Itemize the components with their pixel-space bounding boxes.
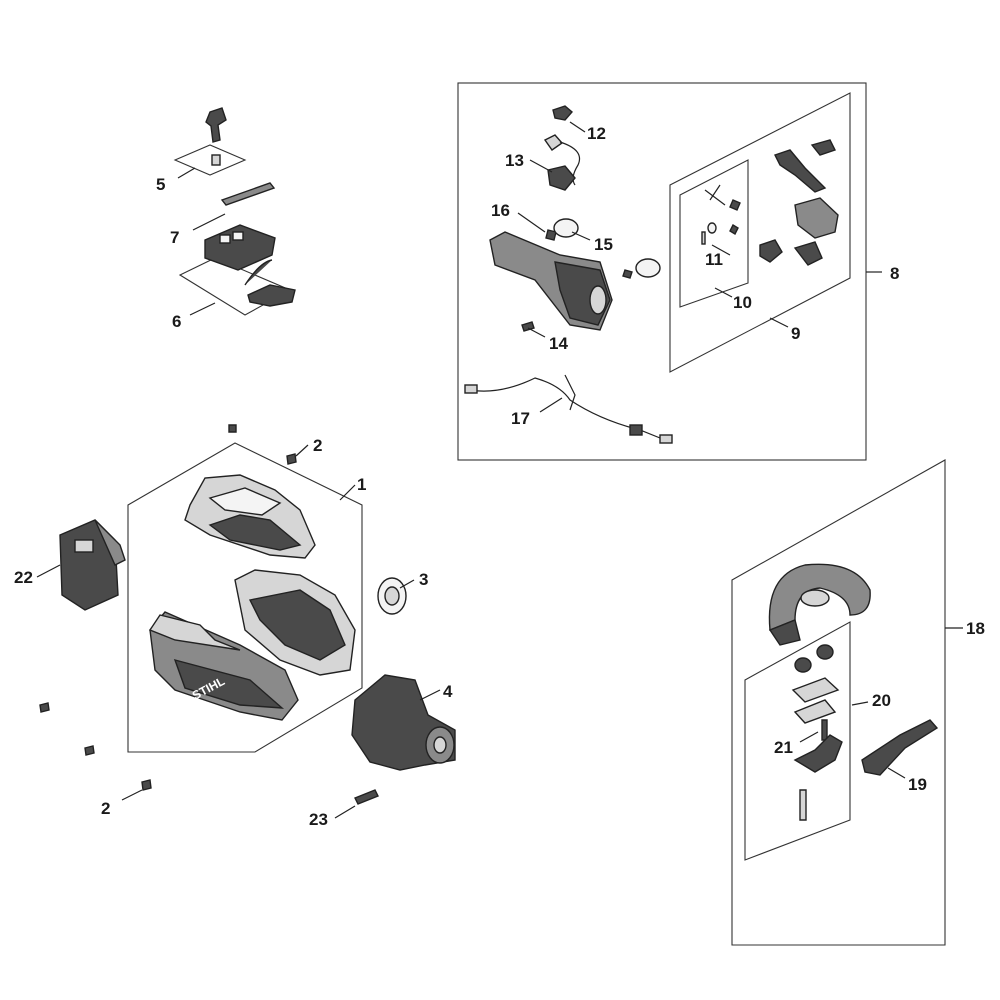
part-switch-components [701,139,839,266]
label-5: 5 [156,175,165,194]
label-12: 12 [587,124,606,143]
label-3: 3 [419,570,428,589]
part-5-actuator [205,107,227,166]
label-10: 10 [733,293,752,312]
label-21: 21 [774,738,793,757]
label-15: 15 [594,235,613,254]
label-7: 7 [170,228,179,247]
part-3-gasket [377,577,407,615]
label-20: 20 [872,691,891,710]
leader-lines [36,121,963,819]
part-2-screws [39,424,297,791]
part-7-contact-strip [220,182,276,206]
frame-switch-assembly [669,92,851,373]
label-2-bottom: 2 [101,799,110,818]
part-20-clamp-parts [791,644,843,821]
label-11: 11 [705,250,723,269]
part-22-battery [59,519,126,611]
part-14-screw [521,321,535,332]
part-1-housing-left [148,611,299,721]
label-22: 22 [14,568,33,587]
frame-loop-handle-clamp [744,621,851,861]
label-17: 17 [511,409,530,428]
part-16-screw [545,229,557,241]
part-1-housing-right [234,569,356,676]
label-14: 14 [549,334,568,353]
part-13-cable-connector [543,134,581,191]
label-23: 23 [309,810,328,829]
frame-part-5 [173,144,247,176]
part-labels: 1 2 2 3 4 5 6 7 8 9 10 11 12 13 14 15 16… [14,124,985,829]
part-1-housing-cover [184,474,316,559]
label-13: 13 [505,151,524,170]
label-8: 8 [890,264,899,283]
part-6-electronics [204,224,296,307]
frame-housing-group [127,442,363,753]
part-15-clamp [553,218,661,278]
label-6: 6 [172,312,181,331]
label-4: 4 [443,682,453,701]
part-18-loop-handle [768,563,871,646]
part-12-clip [552,105,573,121]
label-18: 18 [966,619,985,638]
part-control-handle [489,231,633,331]
part-19-bracket [861,719,939,776]
part-23-screw [354,789,379,805]
label-2-top: 2 [313,436,322,455]
part-17-cable-harness [464,374,673,444]
part-4-motor-flange [351,674,456,771]
frame-loop-handle-group [731,459,946,946]
label-1: 1 [357,475,366,494]
frame-switch-subassembly [679,159,749,308]
label-9: 9 [791,324,800,343]
label-16: 16 [491,201,510,220]
label-19: 19 [908,775,927,794]
